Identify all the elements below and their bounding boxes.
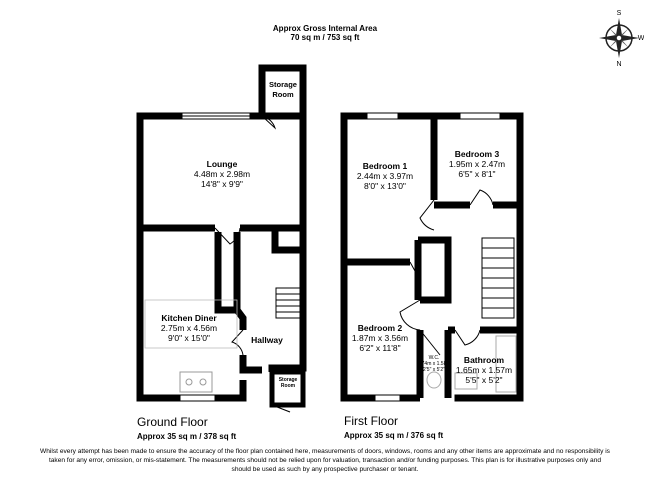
gross-area-value: 70 sq m / 753 sq ft	[290, 33, 360, 42]
room-kitchen-diner: Kitchen Diner 2.75m x 4.56m 9'0" x 15'0"	[161, 313, 217, 343]
room-imperial: 2'5" x 5'2"	[423, 367, 445, 373]
floor-plan-drawing	[136, 64, 524, 413]
room-name: Bedroom 1	[362, 161, 408, 171]
compass-north: N	[616, 61, 621, 68]
ground-floor-walls	[136, 64, 307, 402]
room-metric: 1.65m x 1.57m	[455, 365, 513, 375]
room-name: Hallway	[251, 335, 283, 345]
room-imperial: 8'0" x 13'0"	[364, 181, 406, 191]
room-wc: W.C. 0.74m x 1.58m 2'5" x 5'2"	[417, 355, 450, 373]
room-imperial: 5'5" x 5'2"	[465, 375, 503, 385]
disclaimer-text: Whilst every attempt has been made to en…	[40, 448, 610, 473]
room-imperial: 6'5" x 8'1"	[458, 169, 496, 179]
room-imperial: 9'0" x 15'0"	[168, 333, 210, 343]
room-storage-bottom: Storage Room	[278, 377, 298, 389]
room-metric: 2.75m x 4.56m	[160, 323, 218, 333]
gross-area-title: Approx Gross Internal Area	[272, 24, 378, 33]
room-storage-top: Storage Room	[269, 80, 297, 99]
room-name: Kitchen Diner	[161, 313, 217, 323]
room-name: Bathroom	[463, 355, 505, 365]
first-floor-walls	[340, 112, 524, 402]
ground-floor-area: Approx 35 sq m / 378 sq ft	[137, 432, 237, 441]
room-metric: 1.87m x 3.56m	[351, 333, 409, 343]
first-floor-area: Approx 35 sq m / 376 sq ft	[344, 431, 444, 440]
ground-floor-title: Ground Floor	[137, 415, 208, 429]
room-metric: 2.44m x 3.97m	[356, 171, 414, 181]
room-hallway: Hallway	[251, 335, 283, 345]
room-metric: 4.48m x 2.98m	[193, 169, 251, 179]
room-bathroom: Bathroom 1.65m x 1.57m 5'5" x 5'2"	[456, 355, 512, 385]
room-bedroom-3: Bedroom 3 1.95m x 2.47m 6'5" x 8'1"	[449, 149, 505, 179]
room-name: Bedroom 2	[357, 323, 403, 333]
room-name: Lounge	[206, 159, 238, 169]
room-lounge: Lounge 4.48m x 2.98m 14'8" x 9'9"	[194, 159, 250, 189]
compass-icon: S W N	[594, 6, 644, 68]
room-bedroom-1: Bedroom 1 2.44m x 3.97m 8'0" x 13'0"	[357, 161, 413, 191]
room-metric: 1.95m x 2.47m	[448, 159, 506, 169]
room-name: Bedroom 3	[454, 149, 500, 159]
compass-south: S	[617, 10, 622, 17]
first-floor-details	[366, 112, 517, 402]
room-imperial: 14'8" x 9'9"	[201, 179, 243, 189]
compass-west: W	[638, 35, 644, 42]
room-imperial: 6'2" x 11'8"	[359, 343, 401, 353]
ground-floor-details	[144, 112, 306, 413]
first-floor-title: First Floor	[344, 414, 398, 428]
room-name: W.C.	[428, 355, 440, 361]
room-metric: 0.74m x 1.58m	[417, 361, 451, 367]
room-bedroom-2: Bedroom 2 1.87m x 3.56m 6'2" x 11'8"	[352, 323, 408, 353]
